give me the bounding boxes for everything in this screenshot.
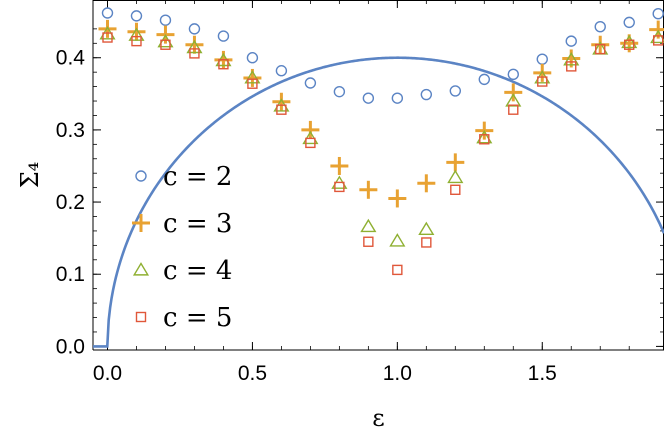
data-point xyxy=(563,52,580,66)
legend-marker xyxy=(132,214,150,232)
data-point xyxy=(418,221,435,236)
data-point xyxy=(189,48,200,59)
data-point xyxy=(504,83,523,102)
data-point xyxy=(272,92,291,111)
data-point xyxy=(130,10,143,22)
data-point xyxy=(102,32,113,43)
data-point xyxy=(362,92,375,104)
data-point xyxy=(505,93,522,107)
data-point xyxy=(420,88,433,101)
data-points-layer xyxy=(98,7,664,276)
data-point xyxy=(301,120,320,139)
axes: 0.0 0.5 1.0 1.5 0.0 0.1 0.2 0.3 0.4 xyxy=(56,0,664,385)
x-tick-label: 1.5 xyxy=(528,362,557,385)
x-tick-label: 0.5 xyxy=(238,362,267,385)
theory-curve-layer xyxy=(93,56,664,348)
data-point xyxy=(188,23,201,35)
legend: c = 2 c = 3 c = 4 c = 5 xyxy=(132,162,232,333)
y-tick-label: 0.4 xyxy=(56,47,86,70)
theory-curve xyxy=(93,56,664,348)
y-tick-label: 0.2 xyxy=(56,191,85,214)
x-tick-label: 0.0 xyxy=(93,362,122,385)
data-point xyxy=(447,169,464,184)
y-tick-label: 0.3 xyxy=(56,119,85,142)
data-point xyxy=(359,180,378,199)
series-5 xyxy=(102,32,664,276)
data-point xyxy=(508,104,519,115)
legend-label: c = 4 xyxy=(163,256,232,286)
data-point xyxy=(479,134,490,145)
legend-marker xyxy=(135,170,147,182)
series-2 xyxy=(101,7,664,104)
data-point xyxy=(275,65,288,77)
data-point xyxy=(218,59,229,70)
data-point xyxy=(389,233,406,247)
data-point xyxy=(246,52,259,64)
series-4 xyxy=(99,26,664,247)
data-point xyxy=(185,35,204,54)
data-point xyxy=(623,16,635,29)
data-point xyxy=(127,22,146,41)
data-point xyxy=(446,153,465,172)
data-point xyxy=(247,78,258,89)
y-tick-label: 0.0 xyxy=(56,335,85,358)
y-axis-title: Σ₄ xyxy=(16,162,44,189)
legend-marker xyxy=(132,262,150,276)
data-point xyxy=(653,35,664,46)
data-point xyxy=(128,27,145,41)
data-point xyxy=(304,77,317,89)
data-point xyxy=(392,264,403,276)
data-point xyxy=(160,39,171,50)
data-point xyxy=(507,68,519,81)
data-point xyxy=(334,181,345,193)
data-point xyxy=(217,30,230,42)
data-point xyxy=(186,39,203,54)
legend-label: c = 3 xyxy=(163,209,232,239)
data-point xyxy=(98,19,117,38)
data-point xyxy=(159,14,172,26)
data-point xyxy=(621,34,638,49)
data-point xyxy=(449,85,462,97)
x-tick-label: 1.0 xyxy=(383,362,412,385)
data-point xyxy=(566,61,577,72)
data-point xyxy=(624,39,635,50)
x-axis-label: ε xyxy=(372,404,384,432)
data-point xyxy=(157,33,174,48)
data-point xyxy=(476,129,493,144)
y-axis-label: Σ₄ xyxy=(16,162,44,189)
legend-label: c = 5 xyxy=(163,303,232,333)
data-point xyxy=(360,218,377,233)
data-point xyxy=(650,29,664,44)
data-point xyxy=(450,184,461,195)
data-point xyxy=(333,85,346,98)
data-point xyxy=(565,35,577,47)
data-point xyxy=(595,43,606,55)
legend-label: c = 2 xyxy=(163,162,232,192)
data-point xyxy=(101,7,114,19)
data-point xyxy=(421,237,432,248)
data-point xyxy=(305,137,316,149)
data-point xyxy=(244,70,261,84)
y-tick-label: 0.1 xyxy=(56,263,85,286)
data-point xyxy=(533,63,552,82)
data-point xyxy=(276,104,287,115)
legend-marker xyxy=(135,311,147,323)
data-point xyxy=(417,174,436,193)
data-point xyxy=(594,21,606,33)
data-point xyxy=(652,8,664,20)
data-point xyxy=(391,92,404,104)
data-point xyxy=(330,156,349,175)
data-point xyxy=(388,189,407,208)
data-point xyxy=(536,53,548,65)
data-point xyxy=(363,236,374,247)
data-point xyxy=(537,76,548,87)
data-point xyxy=(478,73,490,86)
data-point xyxy=(131,35,142,47)
